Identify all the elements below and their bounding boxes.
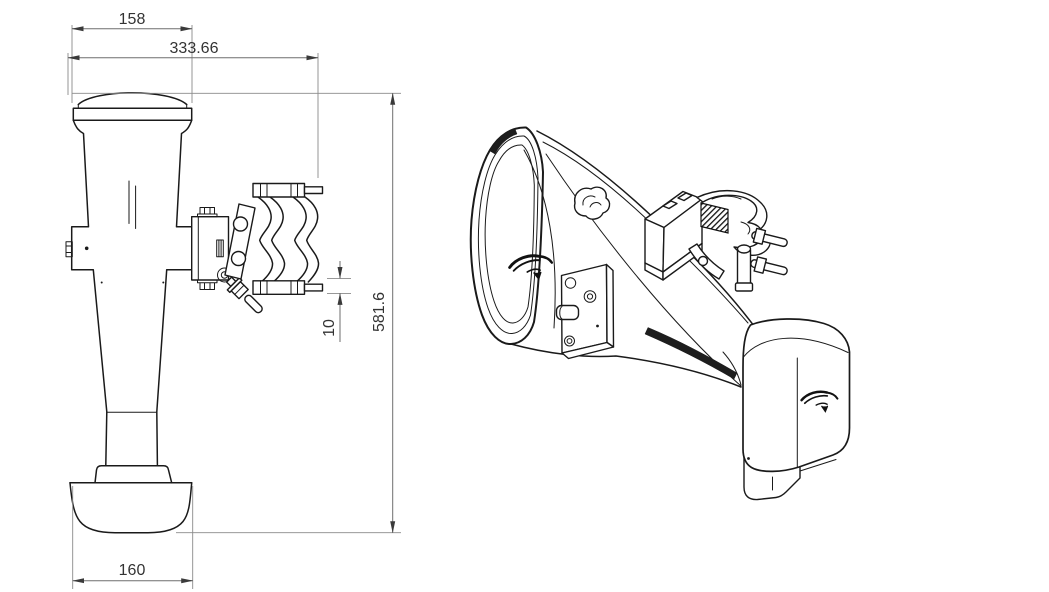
dimension-cap-width: 158 xyxy=(71,11,193,103)
bracket-bolt-1 xyxy=(662,200,678,210)
plate-slot xyxy=(216,239,224,258)
pole-clamp-front xyxy=(252,182,324,295)
seam-lines xyxy=(128,180,137,229)
side-hole xyxy=(84,246,89,251)
horn-body xyxy=(65,119,193,466)
side-connector xyxy=(65,241,73,258)
clamp-hatched-block xyxy=(700,202,729,234)
clamp-top-bolt xyxy=(252,182,324,198)
dim-text-333: 333.66 xyxy=(170,40,219,57)
dim-text-581: 581.6 xyxy=(371,292,388,332)
dim-text-158: 158 xyxy=(119,11,146,28)
clamp-bottom-bolt xyxy=(252,280,324,295)
block-boss xyxy=(555,304,580,321)
dim-text-160: 160 xyxy=(119,562,146,579)
iso-horn-body xyxy=(510,130,758,388)
horn-base xyxy=(69,465,193,534)
iso-mount-block xyxy=(555,263,615,360)
box-outline xyxy=(742,318,851,473)
bracket-bolt-2 xyxy=(677,192,693,202)
dimension-overall-height: 581.6 xyxy=(72,92,401,534)
dimension-overall-width: 333.66 xyxy=(67,40,319,178)
horn-cap xyxy=(72,92,193,122)
plate-top-bolt xyxy=(197,207,218,218)
iso-driver-box xyxy=(722,318,851,501)
front-view: 158 333.66 581.6 10 160 xyxy=(65,11,401,589)
clamp-strap xyxy=(224,203,256,280)
dim-text-10: 10 xyxy=(321,319,338,337)
clamp-arm xyxy=(696,189,771,256)
iso-bell xyxy=(469,126,557,346)
iso-pole-clamp xyxy=(644,189,788,292)
isometric-view xyxy=(469,126,851,501)
dimension-base-width: 160 xyxy=(72,486,194,589)
clamp-rod-upper xyxy=(751,227,788,248)
iso-top-lug xyxy=(573,186,611,220)
mount-plate xyxy=(191,207,232,290)
plate-edge xyxy=(799,459,837,472)
throat-edge-shading xyxy=(644,327,738,380)
plate-bottom-bolt xyxy=(197,279,218,290)
dimension-stud: 10 xyxy=(321,261,351,342)
clamp-screw xyxy=(734,244,754,292)
clamp-rod-lower xyxy=(750,256,788,276)
